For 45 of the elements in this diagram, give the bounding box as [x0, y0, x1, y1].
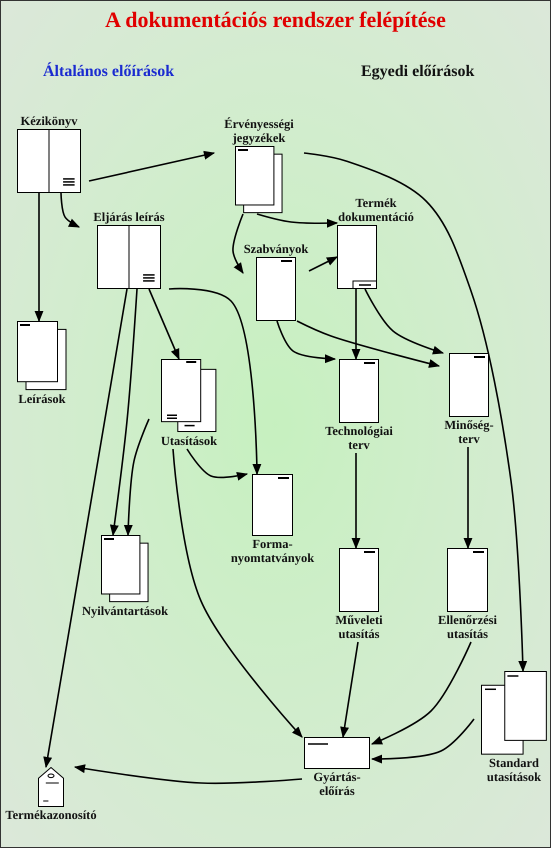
- arrow: [352, 289, 360, 360]
- arrow: [464, 447, 472, 550]
- arrow: [370, 642, 472, 745]
- section-heading: Egyedi előírások: [361, 63, 474, 81]
- document-label: Minőség-terv: [443, 418, 495, 446]
- document-label: Utasítások: [160, 434, 218, 448]
- document-label: Technológiai terv: [324, 424, 394, 452]
- arrow: [148, 288, 180, 360]
- arrow: [364, 288, 444, 354]
- arrow: [88, 150, 216, 182]
- document-label: Eljárás leírás: [92, 210, 166, 224]
- arrow: [43, 288, 128, 768]
- document-label: Ellenőrzési utasítás: [436, 613, 498, 641]
- arrow: [110, 288, 138, 536]
- arrow: [172, 448, 303, 738]
- document-node: [243, 241, 309, 321]
- document-label: Kézikönyv: [20, 114, 78, 128]
- arrow: [60, 192, 80, 228]
- arrow: [232, 214, 244, 274]
- document-node: [337, 195, 415, 289]
- document-label: Nyilvántartások: [80, 604, 170, 618]
- arrow: [168, 288, 262, 476]
- document-label: Termék dokumentáció: [337, 196, 415, 224]
- arrow: [34, 193, 44, 322]
- document-label: Szabványok: [243, 242, 309, 256]
- diagram-title: A dokumentációs rendszer felépítése: [104, 7, 447, 33]
- arrow: [308, 256, 338, 272]
- document-label: Gyártás-előírás: [312, 770, 362, 798]
- arrow: [296, 320, 440, 368]
- arrow: [186, 448, 248, 481]
- arrow: [340, 642, 359, 738]
- section-heading: Általános előírások: [43, 63, 174, 81]
- document-label: Műveleti utasítás: [334, 613, 384, 641]
- arrow: [370, 718, 475, 764]
- arrow: [124, 418, 150, 536]
- arrow: [304, 152, 528, 672]
- document-label: Érvényességi jegyzékek: [223, 117, 295, 145]
- arrow: [74, 764, 302, 784]
- document-label: Termékazonosító: [4, 808, 98, 822]
- arrow: [256, 213, 338, 228]
- document-label: Leírások: [17, 392, 67, 406]
- document-label: Forma-nyomtatványok: [230, 537, 316, 565]
- arrow: [352, 453, 360, 550]
- arrow: [276, 320, 336, 364]
- document-label: Standard utasítások: [486, 756, 542, 784]
